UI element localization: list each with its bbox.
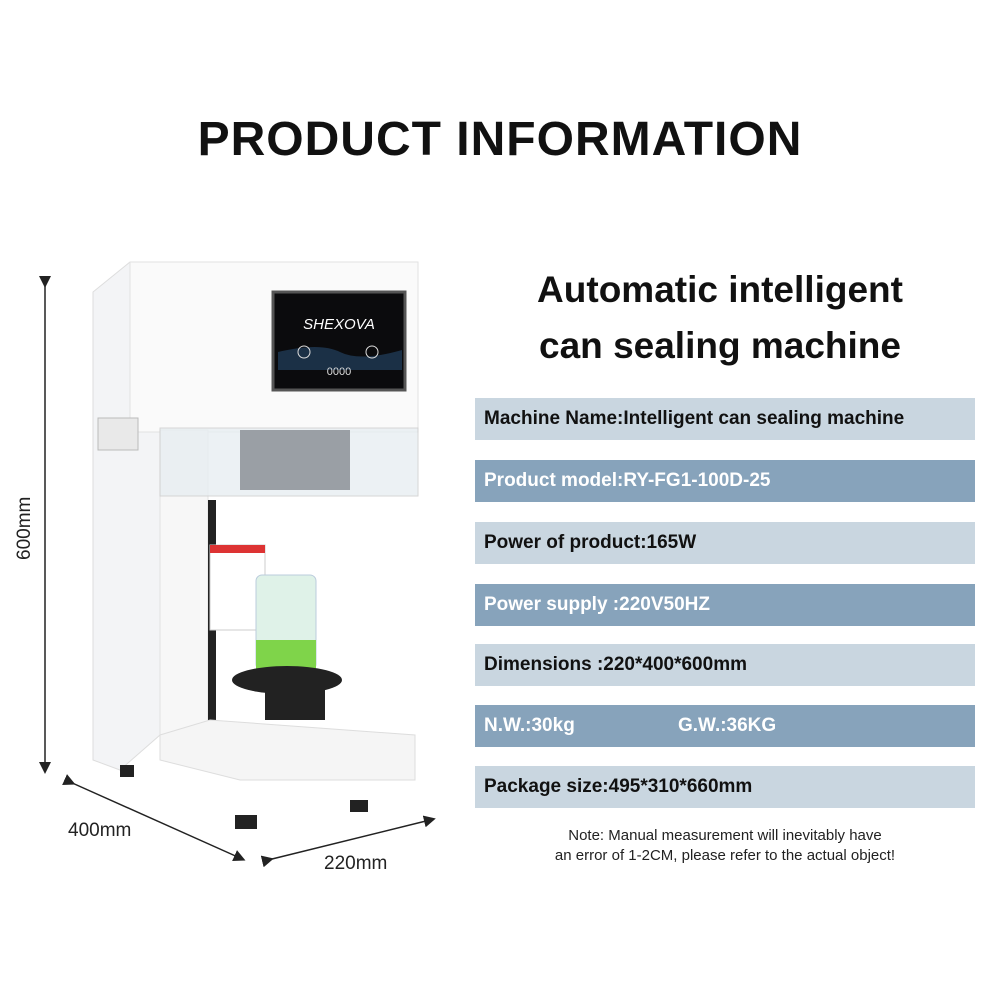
sealing-head: [240, 430, 350, 490]
spec-dimensions: Dimensions :220*400*600mm: [475, 644, 975, 686]
machine-illustration: [39, 261, 436, 868]
stop-button-icon: [365, 345, 379, 359]
subtitle-line-1: Automatic intelligent: [537, 269, 903, 310]
depth-arrow: [62, 774, 246, 862]
measurement-note: Note: Manual measurement will inevitably…: [470, 826, 980, 866]
note-line-2: an error of 1-2CM, please refer to the a…: [554, 847, 896, 864]
page-title: PRODUCT INFORMATION: [197, 113, 803, 166]
machine-base: [159, 719, 416, 781]
counter-display: 0000: [326, 366, 352, 378]
note-line-1: Note: Manual measurement will inevitably…: [568, 827, 882, 844]
product-subtitle: Automatic intelligent can sealing machin…: [470, 262, 970, 374]
gross-weight: G.W.:36KG: [678, 715, 777, 736]
net-weight: N.W.:30kg: [484, 715, 575, 736]
handle: [97, 417, 139, 451]
spec-package-size: Package size:495*310*660mm: [475, 766, 975, 808]
spec-power: Power of product:165W: [475, 522, 975, 564]
start-button-icon: [297, 345, 311, 359]
spec-machine-name: Machine Name:Intelligent can sealing mac…: [475, 398, 975, 440]
spec-product-model: Product model:RY-FG1-100D-25: [475, 460, 975, 502]
depth-label: 400mm: [68, 820, 132, 841]
display-screen: [271, 290, 407, 392]
spec-power-supply: Power supply :220V50HZ: [475, 584, 975, 626]
brand-logo: SHEXOVA: [303, 316, 375, 333]
subtitle-line-2: can sealing machine: [539, 325, 901, 366]
width-label: 220mm: [324, 853, 388, 874]
spec-weight: N.W.:30kg G.W.:36KG: [475, 705, 975, 747]
height-label: 600mm: [14, 496, 35, 560]
width-arrow: [260, 815, 436, 868]
